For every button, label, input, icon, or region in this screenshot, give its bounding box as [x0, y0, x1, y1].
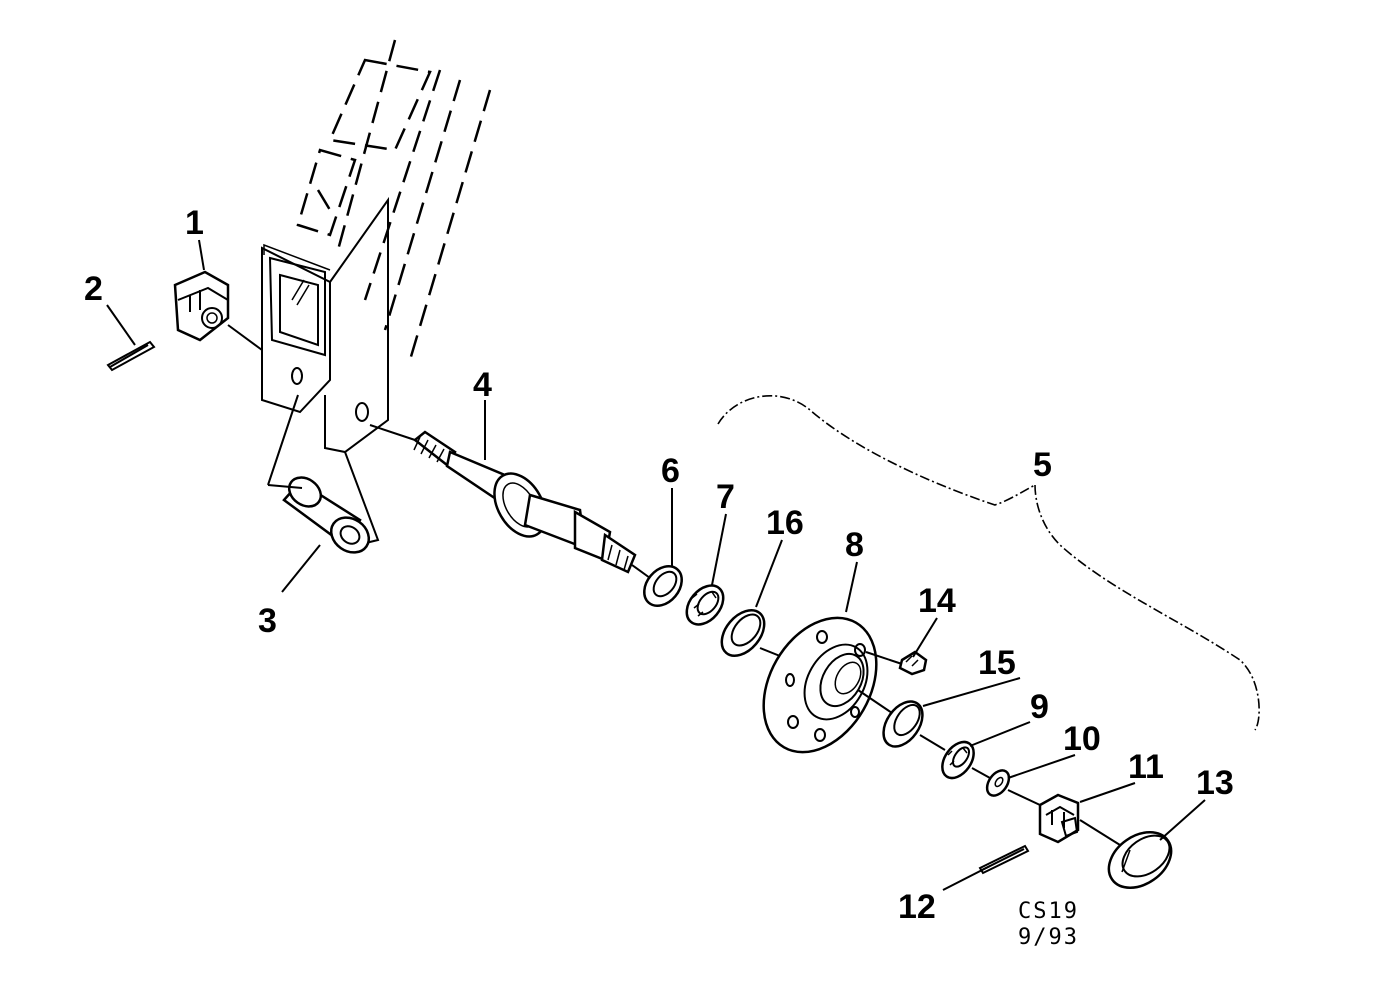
callout-13: 13	[1196, 764, 1234, 802]
inner-bearing-part-7	[685, 584, 725, 626]
castle-nut-part-1	[173, 270, 263, 351]
outer-bearing-part-9	[941, 740, 991, 780]
callout-7: 7	[716, 478, 735, 516]
spacer-bushing-part-3	[267, 394, 371, 554]
callout-2: 2	[84, 270, 103, 308]
seal-part-6	[643, 565, 683, 607]
callout-5: 5	[1033, 446, 1052, 484]
drawing-code-line-2: 9/93	[1018, 925, 1079, 950]
hub-assembly-brace	[717, 395, 1260, 731]
frame-bracket	[261, 39, 492, 549]
callout-10: 10	[1063, 720, 1101, 758]
callout-labels: 1 2 3 4 5 6 7 8 9 10 11 12 13 14 15 16	[84, 204, 1234, 926]
drawing-code: CS19 9/93	[1018, 899, 1079, 950]
callout-3: 3	[258, 602, 277, 640]
callout-12: 12	[898, 888, 936, 926]
spindle-shaft-part-4	[369, 424, 651, 579]
callout-11: 11	[1128, 748, 1164, 786]
wheel-hub-part-8	[759, 616, 896, 754]
dust-cap-part-13	[1107, 831, 1173, 889]
callout-15: 15	[978, 644, 1016, 682]
callout-1: 1	[185, 204, 204, 242]
callout-8: 8	[845, 526, 864, 564]
outer-bearing-cup-part-15	[882, 700, 946, 751]
cotter-pin-part-12	[978, 844, 1030, 875]
callout-6: 6	[661, 452, 680, 490]
cotter-pin-part-2	[106, 340, 156, 372]
spindle-nut-part-11	[1038, 793, 1121, 846]
callout-16: 16	[766, 504, 804, 542]
drawing-code-line-1: CS19	[1018, 899, 1079, 924]
leader-lines	[106, 239, 1206, 891]
callout-4: 4	[473, 366, 492, 404]
callout-14: 14	[918, 582, 956, 620]
callout-9: 9	[1030, 688, 1049, 726]
washer-part-10	[985, 769, 1041, 806]
bearing-cup-part-16	[720, 609, 766, 657]
